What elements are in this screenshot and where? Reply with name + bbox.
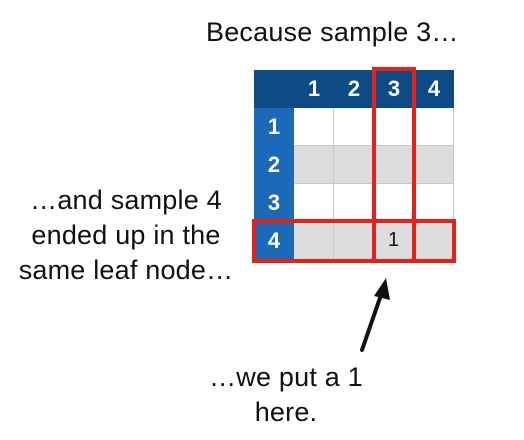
- matrix-cell: [294, 184, 334, 222]
- bottom-caption: …we put a 1 here.: [209, 362, 363, 427]
- row-header-4: 4: [254, 222, 294, 260]
- arrow-head: [374, 278, 390, 300]
- column-header-3: 3: [374, 70, 414, 108]
- matrix-corner: [254, 70, 294, 108]
- row-header-2: 2: [254, 146, 294, 184]
- left-caption: …and sample 4 ended up in the same leaf …: [18, 185, 234, 285]
- column-highlight: [372, 67, 416, 223]
- column-header-2: 2: [334, 70, 374, 108]
- row-highlight: [252, 219, 456, 263]
- column-header-1: 1: [294, 70, 334, 108]
- top-caption: Because sample 3…: [206, 17, 459, 47]
- matrix-cell: [334, 222, 374, 260]
- row-header-3: 3: [254, 184, 294, 222]
- arrow-shaft: [360, 290, 384, 352]
- matrix-cell: [294, 222, 334, 260]
- matrix-cell: [334, 184, 374, 222]
- matrix-cell: [374, 108, 414, 146]
- matrix-cell: [334, 108, 374, 146]
- matrix-cell: [294, 108, 334, 146]
- cell-highlight: [372, 219, 416, 263]
- matrix-cell: [294, 146, 334, 184]
- matrix-cell: [414, 108, 454, 146]
- matrix-cell: [374, 184, 414, 222]
- row-header-1: 1: [254, 108, 294, 146]
- matrix-cell: [334, 146, 374, 184]
- matrix-cell: [414, 184, 454, 222]
- column-header-4: 4: [414, 70, 454, 108]
- matrix-cell: [414, 146, 454, 184]
